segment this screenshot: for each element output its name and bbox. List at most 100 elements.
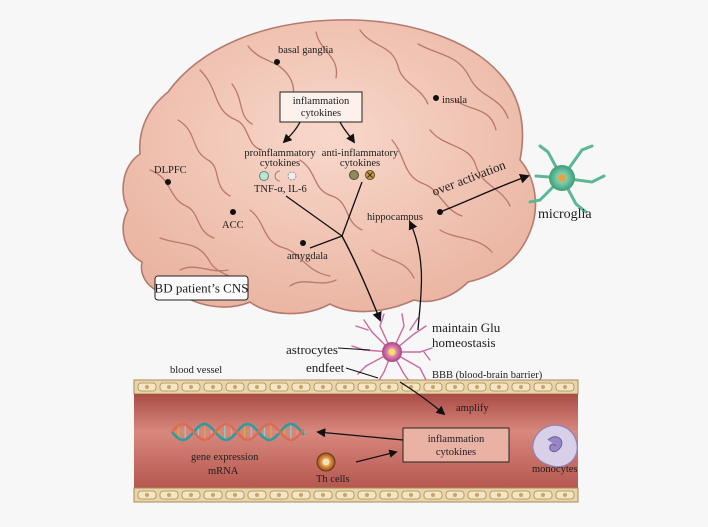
junction-to-astrocyte-arrow [341, 235, 382, 322]
maintain-glu-line2: homeostasis [432, 335, 496, 350]
endothelial-nucleus [343, 493, 347, 497]
bbb-top-cells [137, 382, 575, 392]
basal-ganglia-label: basal ganglia [278, 45, 333, 56]
endothelial-nucleus [299, 493, 303, 497]
endothelial-nucleus [189, 493, 193, 497]
endothelial-nucleus [387, 385, 391, 389]
dna-helix [171, 422, 305, 442]
amygdala-label: amygdala [287, 251, 328, 262]
astrocytes-label: astrocytes [286, 342, 338, 357]
endfeet-label: endfeet [306, 360, 345, 375]
endothelial-nucleus [167, 385, 171, 389]
vessel-cytokines-line2: cytokines [436, 447, 476, 458]
endothelial-nucleus [541, 385, 545, 389]
blood-vessel-label: blood vessel [170, 365, 222, 376]
endothelial-nucleus [563, 385, 567, 389]
acc-label: ACC [222, 220, 244, 231]
monocyte-cell [532, 424, 578, 468]
endothelial-nucleus [145, 493, 149, 497]
endothelial-nucleus [277, 493, 281, 497]
astrocyte-cell [351, 313, 433, 383]
insula-dot [433, 95, 439, 101]
endothelial-nucleus [343, 385, 347, 389]
tnf-to-junction-line [285, 195, 343, 237]
endothelial-nucleus [167, 493, 171, 497]
endothelial-nucleus [497, 493, 501, 497]
to-proinflammatory-arrow [282, 121, 301, 144]
endothelial-nucleus [321, 385, 325, 389]
endothelial-nucleus [255, 493, 259, 497]
astrocytes-pointer [337, 347, 371, 351]
endothelial-nucleus [541, 493, 545, 497]
endothelial-nucleus [431, 493, 435, 497]
over-activation-arrow [439, 174, 530, 213]
hippocampus-dot [437, 209, 443, 215]
endothelial-nucleus [211, 385, 215, 389]
dlpfc-dot [165, 179, 171, 185]
endothelial-nucleus [431, 385, 435, 389]
endothelial-nucleus [519, 385, 523, 389]
proinflammatory-line1: proinflammatory [244, 148, 316, 159]
tnf-il6-label: TNF-α, IL-6 [254, 184, 307, 195]
th-cells-label: Th cells [316, 474, 350, 485]
endothelial-nucleus [409, 493, 413, 497]
blood-vessel [133, 379, 579, 503]
endothelial-nucleus [211, 493, 215, 497]
anti-to-junction-line [341, 181, 363, 237]
dna-strand-b [171, 422, 305, 442]
vessel-cytokines-line1: inflammation [428, 434, 485, 445]
maintain-glu-line1: maintain Glu [432, 320, 501, 335]
endothelial-nucleus [497, 385, 501, 389]
brain-cytokines-box [279, 91, 363, 123]
thcells-to-cytokines-arrow [355, 449, 398, 463]
bbb-label: BBB (blood-brain barrier) [432, 370, 543, 381]
endothelial-nucleus [453, 493, 457, 497]
microglia-cell [528, 144, 606, 214]
acc-dot [230, 209, 236, 215]
basal-ganglia-dot [274, 59, 280, 65]
astrocyte-to-hippocampus-arrow [408, 220, 423, 331]
cytokines-to-dna-arrow [316, 428, 404, 441]
endothelial-nucleus [299, 385, 303, 389]
endothelial-nucleus [387, 493, 391, 497]
mrna-label: mRNA [208, 466, 239, 477]
amygdala-dot [300, 240, 306, 246]
anti-inflammatory-line2: cytokines [340, 158, 380, 169]
endothelial-nucleus [189, 385, 193, 389]
gene-expression-label: gene expression [191, 452, 259, 463]
anti-inflammatory-cytokine-icons [349, 170, 375, 180]
endothelial-nucleus [365, 385, 369, 389]
endfeet-pointer [345, 367, 379, 379]
endothelial-nucleus [519, 493, 523, 497]
endothelial-nucleus [233, 493, 237, 497]
endothelial-nucleus [475, 385, 479, 389]
endothelial-nucleus [255, 385, 259, 389]
endothelial-nucleus [365, 493, 369, 497]
brain-cytokines-line2: cytokines [301, 108, 341, 119]
to-anti-inflammatory-arrow [339, 121, 356, 144]
brain: basal ganglia insula DLPFC ACC amygdala … [122, 19, 537, 322]
endothelial-nucleus [475, 493, 479, 497]
bd-cns-label: BD patient’s CNS [155, 281, 249, 296]
amplify-label: amplify [456, 403, 489, 414]
microglia-label: microglia [538, 207, 592, 222]
endothelial-nucleus [277, 385, 281, 389]
endothelial-nucleus [563, 493, 567, 497]
insula-label: insula [442, 95, 467, 106]
bbb-bottom-cells [137, 490, 575, 500]
bd-cns-box [154, 275, 249, 301]
vessel-cytokines-box [402, 427, 510, 463]
amygdala-to-junction-line [309, 235, 343, 249]
th-cell [316, 452, 336, 472]
brain-outline [122, 19, 537, 315]
anti-inflammatory-line1: anti-inflammatory [322, 148, 399, 159]
endothelial-nucleus [233, 385, 237, 389]
proinflammatory-cytokine-icons [259, 170, 297, 182]
endfeet-to-cytokines-arrow [399, 381, 446, 416]
proinflammatory-line2: cytokines [260, 158, 300, 169]
endothelial-nucleus [453, 385, 457, 389]
dlpfc-label: DLPFC [154, 165, 187, 176]
brain-cytokines-line1: inflammation [293, 96, 350, 107]
